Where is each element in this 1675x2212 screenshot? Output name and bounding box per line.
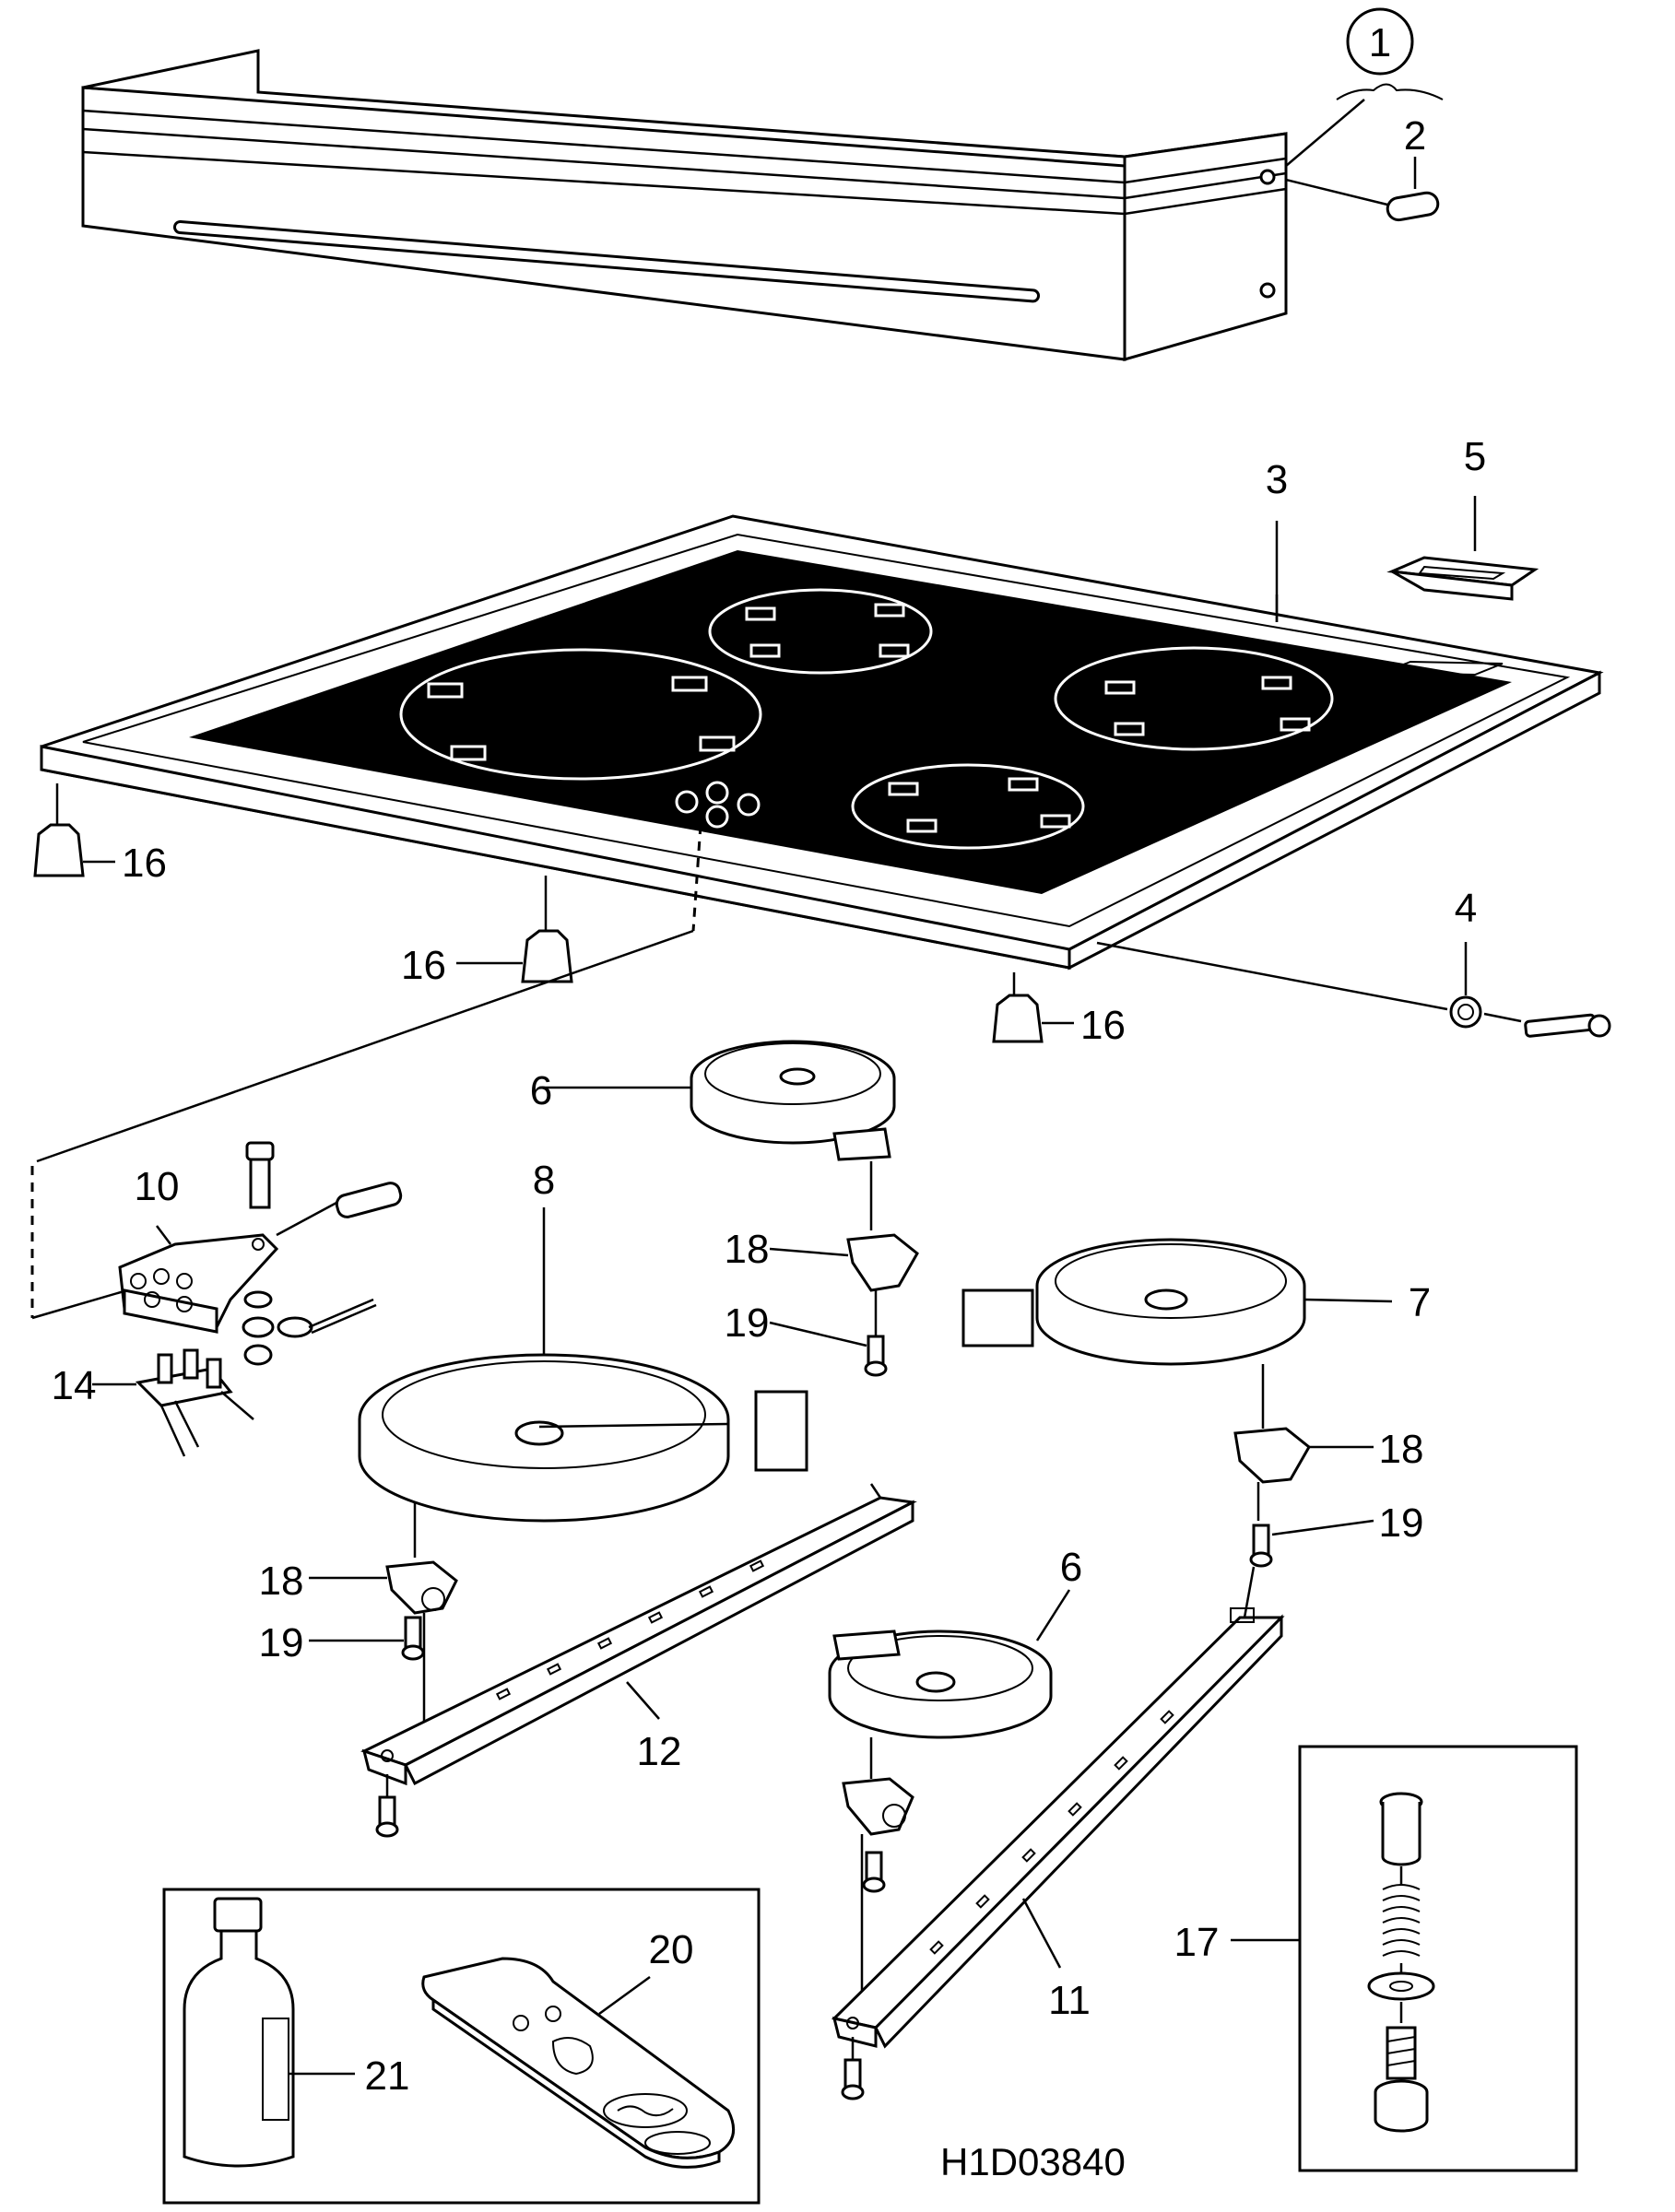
part-label-4: 4 bbox=[1455, 886, 1477, 931]
screw-19-right: 19 bbox=[1243, 1500, 1424, 1618]
part-label-12: 12 bbox=[637, 1729, 682, 1774]
part-label-14: 14 bbox=[52, 1363, 97, 1408]
part-label-19a: 19 bbox=[725, 1300, 770, 1346]
part-label-16c: 16 bbox=[1080, 1003, 1126, 1048]
foot-16b: 16 bbox=[401, 876, 573, 988]
part-label-7: 7 bbox=[1409, 1280, 1431, 1325]
heating-element-6-top: 6 bbox=[530, 1040, 896, 1230]
control-panel-frame bbox=[81, 49, 1288, 361]
drawing-code: H1D03840 bbox=[940, 2140, 1126, 2183]
heating-element-6-bottom: 6 bbox=[828, 1545, 1082, 1779]
terminal-block-10: 10 bbox=[118, 1141, 403, 1366]
part-label-6a: 6 bbox=[530, 1068, 552, 1113]
support-rail-12: 12 bbox=[360, 1483, 917, 1838]
screw-2: 2 bbox=[1285, 113, 1440, 222]
part-label-18b: 18 bbox=[1379, 1427, 1424, 1472]
bushing-4: 4 bbox=[1096, 886, 1611, 1038]
clip-18-right: 18 bbox=[1233, 1427, 1424, 1521]
terminal-14: 14 bbox=[52, 1348, 254, 1457]
part-label-21: 21 bbox=[365, 2053, 410, 2099]
part-label-18c: 18 bbox=[259, 1559, 304, 1604]
foot-16a: 16 bbox=[33, 783, 167, 886]
clip-18-top: 18 bbox=[725, 1227, 919, 1336]
part-label-11: 11 bbox=[1048, 1978, 1091, 2023]
part-label-5: 5 bbox=[1464, 434, 1486, 479]
part-label-17: 17 bbox=[1174, 1920, 1220, 1965]
screw-19-top: 19 bbox=[725, 1300, 888, 1377]
ceramic-hob bbox=[40, 514, 1604, 971]
screw-19-left: 19 bbox=[259, 1616, 425, 1665]
heating-element-8: 8 bbox=[358, 1158, 808, 1558]
support-rail-11: 11 bbox=[831, 1607, 1285, 2100]
foot-16c: 16 bbox=[992, 972, 1126, 1048]
part-label-8: 8 bbox=[533, 1158, 555, 1203]
callout-1: 1 bbox=[1285, 7, 1444, 167]
part-label-6b: 6 bbox=[1060, 1545, 1082, 1590]
part-label-16b: 16 bbox=[401, 943, 446, 988]
part-label-20: 20 bbox=[649, 1927, 694, 1972]
part-label-16a: 16 bbox=[122, 841, 167, 886]
part-17-box: 17 bbox=[1174, 1745, 1578, 2172]
part-label-19b: 19 bbox=[1379, 1500, 1424, 1546]
part-label-3: 3 bbox=[1266, 457, 1288, 502]
control-knob-5: 5 bbox=[1386, 434, 1539, 601]
part-label-2: 2 bbox=[1404, 113, 1426, 159]
clip-18-left: 18 bbox=[259, 1559, 458, 1733]
part-label-18a: 18 bbox=[725, 1227, 770, 1272]
part-label-19c: 19 bbox=[259, 1620, 304, 1665]
part-label-10: 10 bbox=[135, 1164, 180, 1209]
care-kit-box: 21 20 bbox=[162, 1888, 761, 2205]
heating-element-7: 7 bbox=[961, 1238, 1431, 1429]
clip-bottom bbox=[842, 1777, 914, 2009]
part-label-1: 1 bbox=[1369, 20, 1391, 65]
